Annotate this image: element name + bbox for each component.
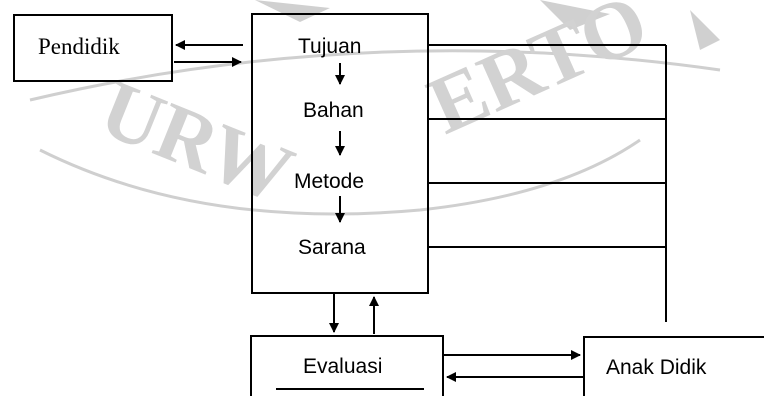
anak-didik-label: Anak Didik	[606, 356, 707, 379]
evaluasi-box	[250, 335, 444, 396]
component-label-tujuan: Tujuan	[298, 35, 362, 58]
watermark-mark-1	[255, 0, 330, 22]
watermark-mark-2	[540, 0, 610, 30]
watermark-arc-right	[419, 138, 641, 212]
pendidik-label: Pendidik	[38, 34, 120, 59]
pendidik-box	[13, 14, 173, 82]
components-box	[251, 13, 429, 294]
component-label-bahan: Bahan	[303, 99, 364, 122]
watermark-arc-top	[29, 49, 721, 102]
anak-didik-box	[583, 336, 764, 396]
component-label-metode: Metode	[294, 170, 365, 193]
watermark-arc-lower	[39, 148, 421, 216]
component-label-sarana: Sarana	[298, 236, 366, 259]
evaluasi-label: Evaluasi	[303, 355, 383, 378]
watermark-star	[690, 10, 720, 50]
